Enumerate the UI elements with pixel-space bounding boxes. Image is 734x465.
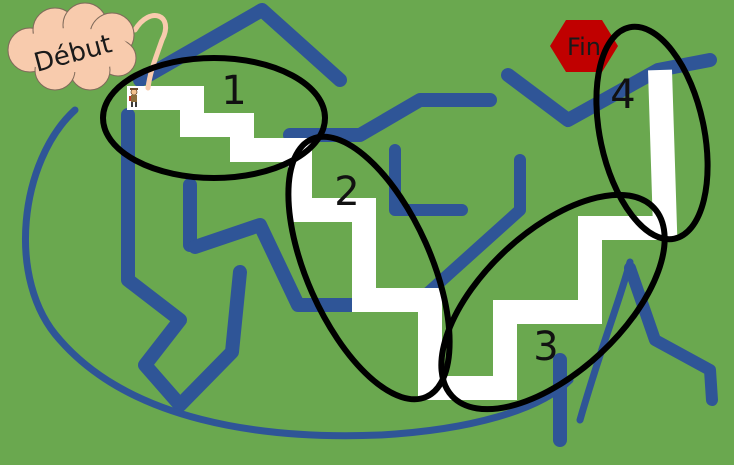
segment-4-label: 4 — [610, 72, 635, 118]
segment-4-outline[interactable] — [579, 17, 726, 250]
finish-label: Fin — [567, 33, 601, 61]
maze-walls — [22, 3, 718, 447]
segment-1-outline[interactable] — [100, 55, 328, 181]
segment-outlines — [100, 17, 726, 448]
segment-2-outline[interactable] — [255, 114, 483, 422]
start-tail — [132, 13, 169, 91]
maze-path — [127, 69, 678, 400]
segment-2-label: 2 — [334, 169, 359, 215]
segment-3-outline[interactable] — [404, 157, 701, 448]
start-marker: Début — [7, 2, 169, 91]
explorer-character-icon[interactable] — [129, 88, 138, 107]
segment-1-label: 1 — [221, 68, 246, 114]
segment-3-label: 3 — [533, 324, 558, 370]
